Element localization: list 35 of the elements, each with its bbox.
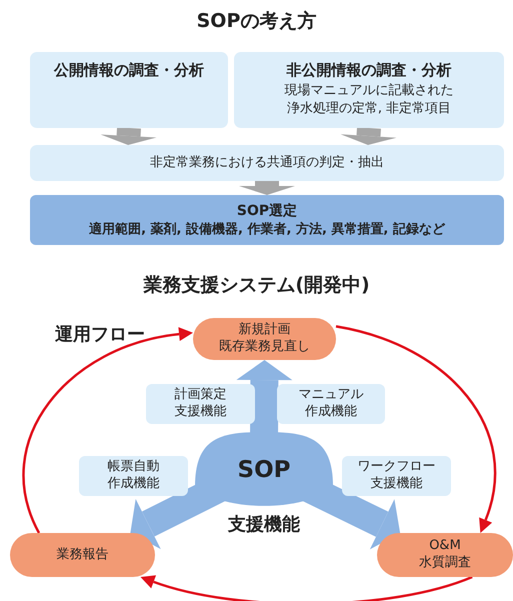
function-heading: 支援機能 bbox=[226, 513, 301, 536]
node-label: SOP bbox=[238, 456, 290, 486]
step-pill bbox=[193, 318, 336, 360]
function-box bbox=[277, 384, 385, 424]
node-label: 非定常業務における共通項の判定・抽出 bbox=[150, 154, 384, 172]
node-label: SOP選定 bbox=[236, 202, 298, 221]
section-heading: 業務支援システム(開発中) bbox=[142, 273, 371, 298]
info-box bbox=[234, 52, 504, 128]
process-box bbox=[30, 145, 504, 181]
node-description: 現場マニュアルに記載された浄水処理の定常, 非定常項目 bbox=[283, 82, 454, 118]
step-pill bbox=[377, 533, 513, 577]
node-label: 計画策定支援機能 bbox=[174, 387, 226, 421]
node-label: ワークフロー支援機能 bbox=[358, 459, 436, 493]
block-arrow bbox=[239, 181, 295, 195]
flow-arrow bbox=[336, 325, 496, 534]
diagram-title: SOPの考え方 bbox=[196, 9, 318, 34]
node-label: マニュアル作成機能 bbox=[298, 387, 364, 421]
flow-heading: 運用フロー bbox=[55, 323, 145, 346]
function-box bbox=[79, 456, 188, 496]
node-label: O&M水質調査 bbox=[419, 538, 471, 572]
node-label: 公開情報の調査・分析 bbox=[54, 60, 204, 80]
node-description: 適用範囲, 薬剤, 設備機器, 作業者, 方法, 異常措置, 記録など bbox=[89, 220, 445, 238]
flow-arrow bbox=[140, 575, 473, 601]
node-label: 新規計画既存業務見直し bbox=[219, 322, 310, 356]
result-box bbox=[30, 195, 504, 245]
node-label: 業務報告 bbox=[56, 546, 108, 564]
flow-arrow bbox=[22, 327, 193, 534]
function-box bbox=[146, 384, 255, 424]
function-box bbox=[342, 456, 451, 496]
info-box bbox=[30, 52, 228, 128]
block-arrow bbox=[100, 127, 157, 145]
block-arrow bbox=[340, 127, 396, 145]
step-pill bbox=[10, 533, 155, 577]
node-label: 帳票自動作成機能 bbox=[108, 459, 160, 493]
node-label: 非公開情報の調査・分析 bbox=[286, 60, 452, 80]
